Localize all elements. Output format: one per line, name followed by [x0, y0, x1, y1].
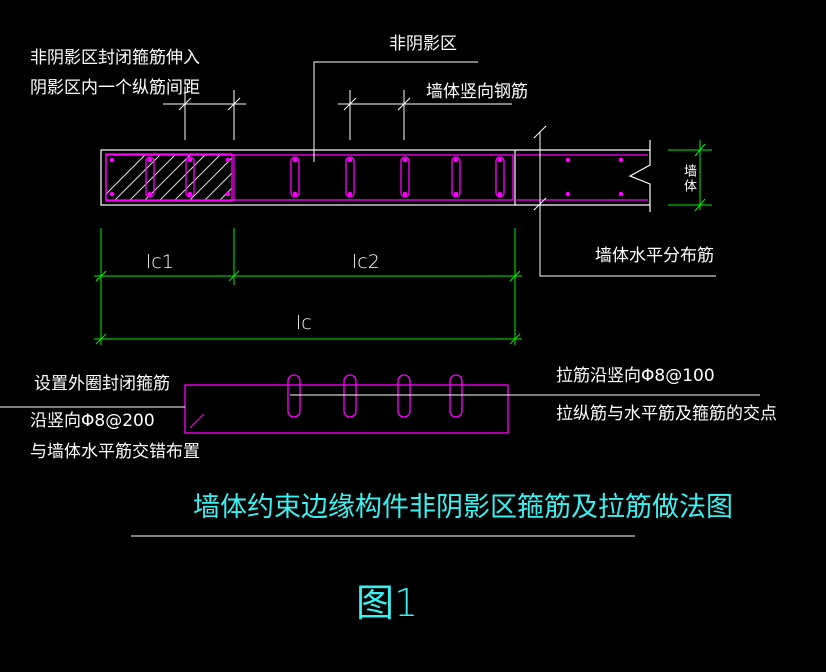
elevation-detail: [0, 374, 760, 434]
label-tie-bar-line2: 拉纵筋与水平筋及箍筋的交点: [556, 404, 777, 424]
diagram-title: 墙体约束边缘构件非阴影区箍筋及拉筋做法图: [193, 492, 733, 523]
wall-thickness-dimension: [668, 140, 712, 212]
rebar-dot: [618, 157, 624, 163]
tie-bar: [495, 156, 505, 198]
wall-section: [100, 140, 651, 212]
dim-label-lc2: lc2: [352, 251, 380, 273]
rebar-dot: [225, 157, 231, 163]
tie-bar: [451, 156, 461, 198]
label-tie-bar-line1: 拉筋沿竖向Φ8@100: [556, 366, 715, 386]
rebar-dot: [109, 157, 115, 163]
top-leaders: [163, 61, 716, 277]
rebar-dot: [225, 191, 231, 197]
rebar-dot: [565, 191, 571, 197]
figure-number: 图1: [356, 581, 419, 625]
label-wall-vertical-bar: 墙体竖向钢筋: [426, 82, 528, 102]
rebar-dot: [497, 157, 503, 163]
tie-bars-elevation: [287, 374, 463, 418]
label-wall-side: 墙体: [681, 164, 696, 194]
tie-bar-elevation: [397, 374, 411, 418]
rebar-dot: [147, 191, 153, 197]
rebar-dot: [347, 191, 353, 197]
rebar-dot: [618, 191, 624, 197]
length-dimensions: [94, 228, 522, 345]
tie-bar: [290, 156, 300, 198]
wall-outline: [100, 149, 516, 206]
rebar-dot: [187, 191, 193, 197]
tie-bar-elevation: [343, 374, 357, 418]
label-nonshadow-extend-line1: 非阴影区封闭箍筋伸入: [30, 48, 200, 68]
dim-label-lc: lc: [296, 312, 312, 334]
label-outer-hoop-line2: 沿竖向Φ8@200: [30, 411, 155, 431]
label-nonshadow-extend-line2: 阴影区内一个纵筋间距: [30, 78, 200, 98]
rebar-dot: [292, 191, 298, 197]
label-outer-hoop-line3: 与墙体水平筋交错布置: [30, 442, 200, 462]
tie-bar: [345, 156, 355, 198]
hatch-line: [106, 154, 147, 195]
rebar-dot: [109, 191, 115, 197]
nonshadow-outer-hoop: [105, 154, 514, 201]
rebar-dot: [402, 157, 408, 163]
rebar-dot: [453, 157, 459, 163]
rebar-dot: [147, 157, 153, 163]
rebar-dot: [187, 157, 193, 163]
break-line: [628, 140, 651, 212]
outer-hoop-elevation: [184, 384, 509, 434]
tie-bar: [185, 156, 195, 198]
hatch-line: [241, 154, 296, 209]
tie-bar: [145, 156, 155, 198]
label-wall-horizontal-bar: 墙体水平分布筋: [595, 246, 714, 266]
rebar-dot: [402, 191, 408, 197]
tie-bar-elevation: [287, 374, 301, 418]
rebar-dot: [497, 191, 503, 197]
longitudinal-bars: [109, 157, 624, 197]
rebar-dot: [292, 157, 298, 163]
dim-label-lc1: lc1: [146, 251, 174, 273]
tie-bars-plan: [145, 156, 505, 198]
rebar-dot: [565, 157, 571, 163]
rebar-dot: [453, 191, 459, 197]
rebar-dot: [347, 157, 353, 163]
tie-bar: [400, 156, 410, 198]
label-outer-hoop-line1: 设置外圈封闭箍筋: [34, 374, 170, 394]
tie-bar-elevation: [449, 374, 463, 418]
label-nonshadow-zone: 非阴影区: [389, 34, 457, 54]
